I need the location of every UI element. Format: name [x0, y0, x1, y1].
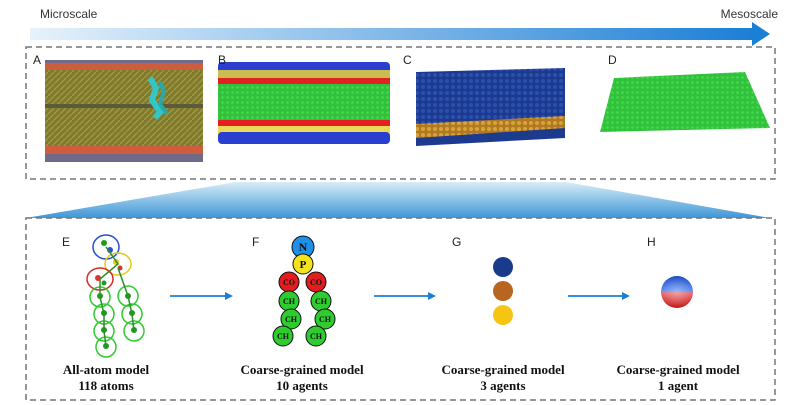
- top-dashed-frame: [25, 46, 776, 180]
- cg1-agent: [661, 276, 693, 308]
- caption-e-title: All-atom model: [63, 362, 150, 377]
- caption-g-title: Coarse-grained model: [441, 362, 565, 377]
- caption-g-count: 3 agents: [480, 378, 525, 393]
- panel-letter-b: B: [218, 53, 226, 67]
- arrow-g-to-h: [568, 292, 630, 300]
- cg10-node-ch-3: CH: [285, 315, 298, 324]
- cg10-node-ch-6: CH: [310, 332, 323, 341]
- cg10-node-co-right: CO: [310, 278, 322, 287]
- cg10-node-ch-1: CH: [283, 297, 296, 306]
- panel-a-image: [45, 60, 203, 162]
- model-letter-g: G: [452, 235, 461, 249]
- cg10-node-n: N: [299, 240, 308, 254]
- panel-letter-d: D: [608, 53, 617, 67]
- bottom-dashed-frame: [25, 217, 776, 401]
- arrow-e-to-f: [170, 292, 233, 300]
- cg10-node-co-left: CO: [283, 278, 295, 287]
- caption-f-title: Coarse-grained model: [240, 362, 364, 377]
- all-atom-molecule: [86, 234, 145, 358]
- cg3-molecule: [493, 257, 513, 325]
- caption-f-count: 10 agents: [276, 378, 328, 393]
- panel-letter-a: A: [33, 53, 41, 67]
- arrow-f-to-g: [374, 292, 436, 300]
- caption-e-count: 118 atoms: [78, 378, 133, 393]
- panel-c-image: [416, 68, 565, 146]
- panel-b-image: [218, 62, 390, 144]
- scale-label-micro: Microscale: [40, 7, 98, 21]
- model-letter-e: E: [62, 235, 70, 249]
- cg10-node-ch-2: CH: [315, 297, 328, 306]
- cg10-node-p: P: [300, 259, 307, 271]
- scale-label-meso: Mesoscale: [721, 7, 779, 21]
- cg10-node-ch-4: CH: [319, 315, 332, 324]
- caption-h-title: Coarse-grained model: [616, 362, 740, 377]
- caption-h-count: 1 agent: [658, 378, 699, 393]
- zoom-projection: [26, 182, 770, 218]
- model-letter-h: H: [647, 235, 656, 249]
- cg10-node-ch-5: CH: [277, 332, 290, 341]
- scale-arrow: [30, 22, 770, 46]
- panel-d-image: [600, 72, 770, 132]
- model-letter-f: F: [252, 235, 259, 249]
- panel-letter-c: C: [403, 53, 412, 67]
- cg10-molecule: [272, 235, 336, 347]
